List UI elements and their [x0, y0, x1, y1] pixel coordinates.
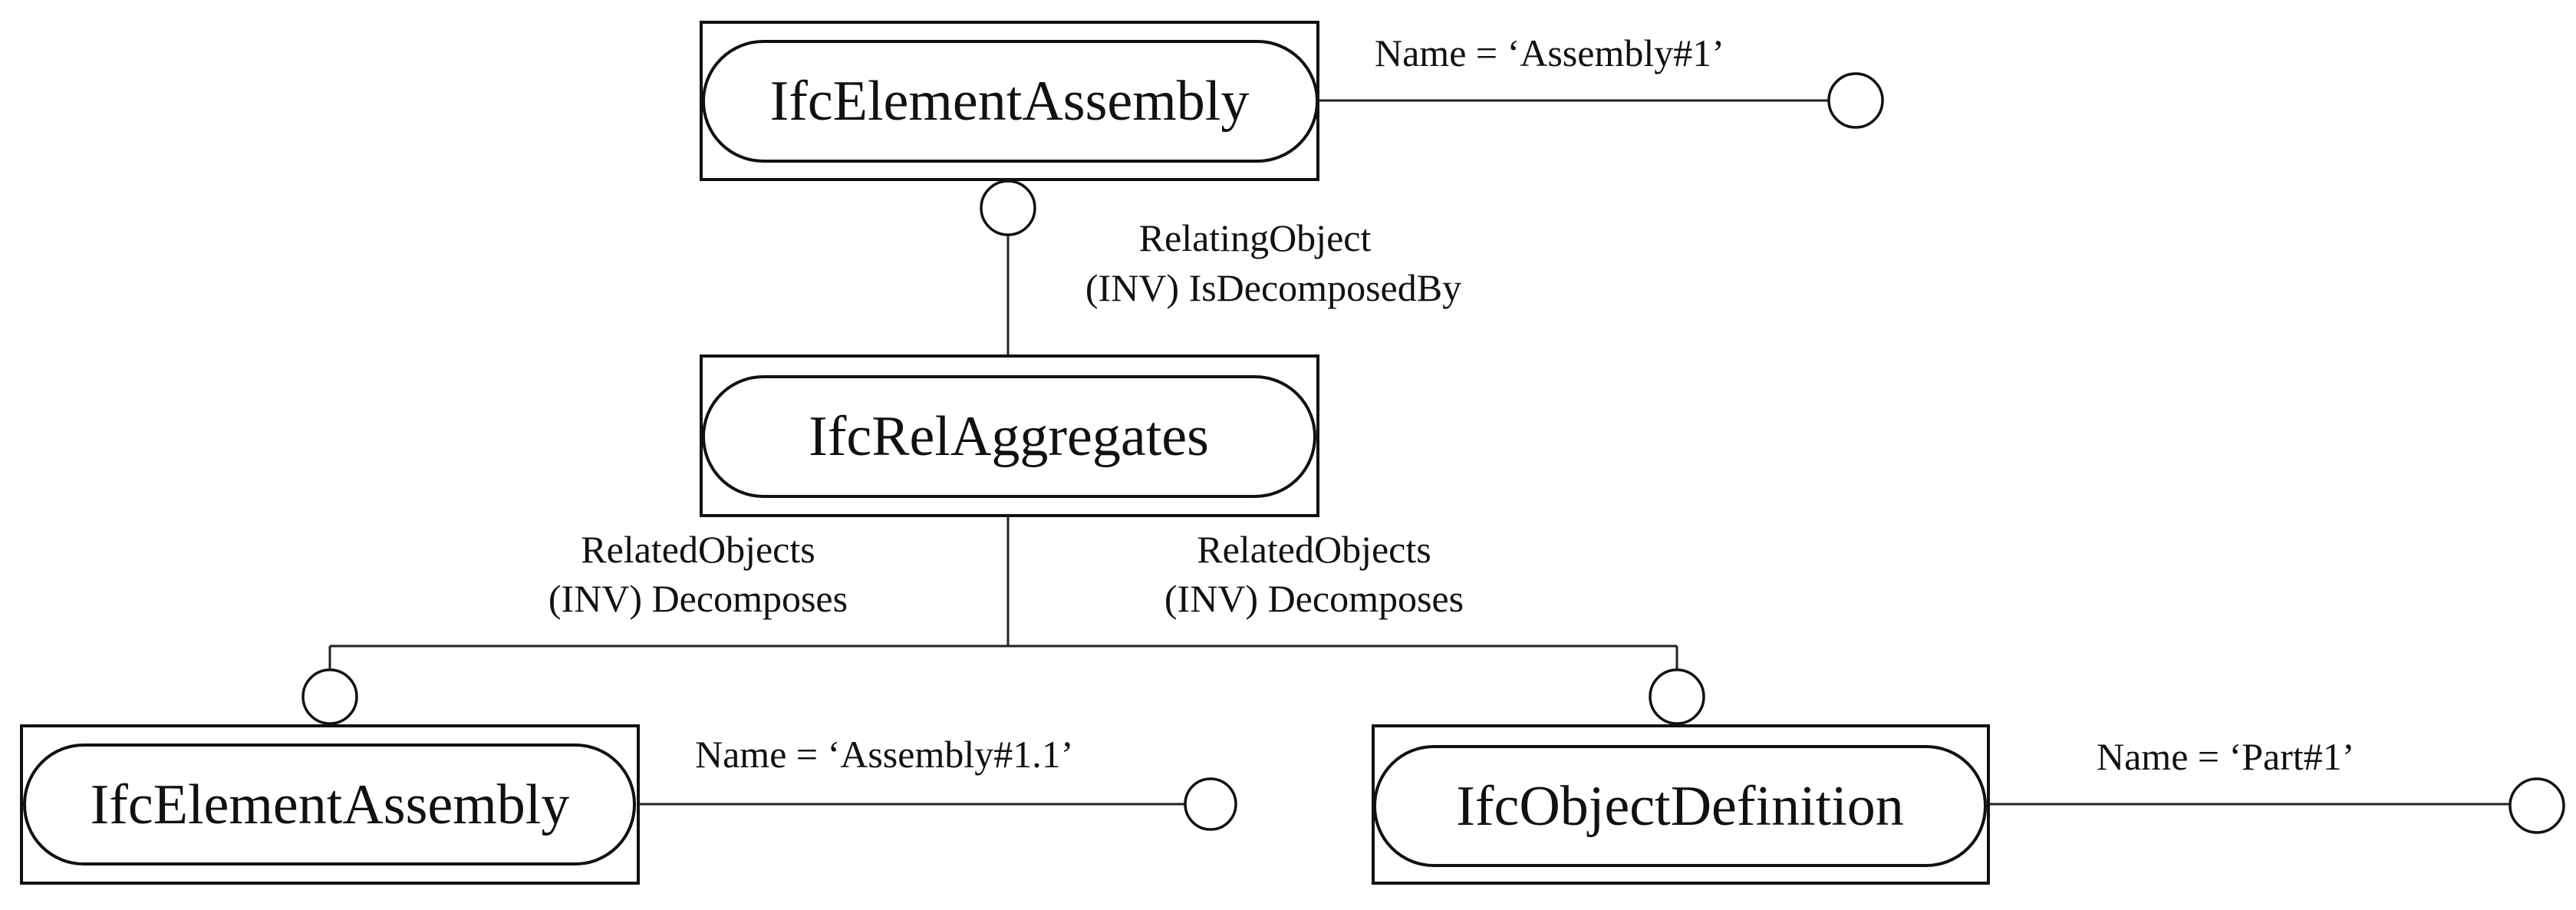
entity-top: IfcElementAssembly [700, 21, 1319, 181]
related-objects-right-label: RelatedObjects [1197, 528, 1431, 571]
entity-top-pill [702, 40, 1319, 163]
left-related-object-circle [301, 668, 358, 725]
entity-top-label: IfcElementAssembly [770, 70, 1250, 133]
entity-bottom-left-pill [23, 743, 636, 865]
bottom-left-name-attribute-circle [1184, 777, 1237, 831]
decomposes-right-label: (INV) Decomposes [1164, 577, 1464, 620]
entity-bottom-right-pill [1373, 745, 1987, 867]
entity-middle-pill [702, 375, 1316, 498]
bottom-right-name-attribute-label: Name = ‘Part#1’ [2097, 735, 2354, 778]
entity-middle-label: IfcRelAggregates [809, 405, 1209, 468]
entity-bottom-left: IfcElementAssembly [20, 724, 640, 885]
relating-object-label: RelatingObject [1139, 216, 1372, 259]
relating-object-circle [980, 180, 1036, 236]
entity-bottom-right-label: IfcObjectDefinition [1456, 775, 1904, 838]
right-related-object-circle [1649, 668, 1705, 725]
top-name-attribute-circle [1827, 72, 1884, 129]
decomposes-left-label: (INV) Decomposes [548, 577, 848, 620]
related-objects-left-label: RelatedObjects [581, 528, 815, 571]
is-decomposed-by-label: (INV) IsDecomposedBy [1085, 266, 1461, 309]
entity-middle: IfcRelAggregates [700, 354, 1319, 517]
bottom-right-name-attribute-circle [2508, 777, 2565, 834]
entity-bottom-right: IfcObjectDefinition [1372, 724, 1990, 885]
bottom-left-name-attribute-label: Name = ‘Assembly#1.1’ [695, 733, 1073, 776]
top-name-attribute-label: Name = ‘Assembly#1’ [1375, 31, 1724, 74]
entity-bottom-left-label: IfcElementAssembly [91, 773, 570, 836]
